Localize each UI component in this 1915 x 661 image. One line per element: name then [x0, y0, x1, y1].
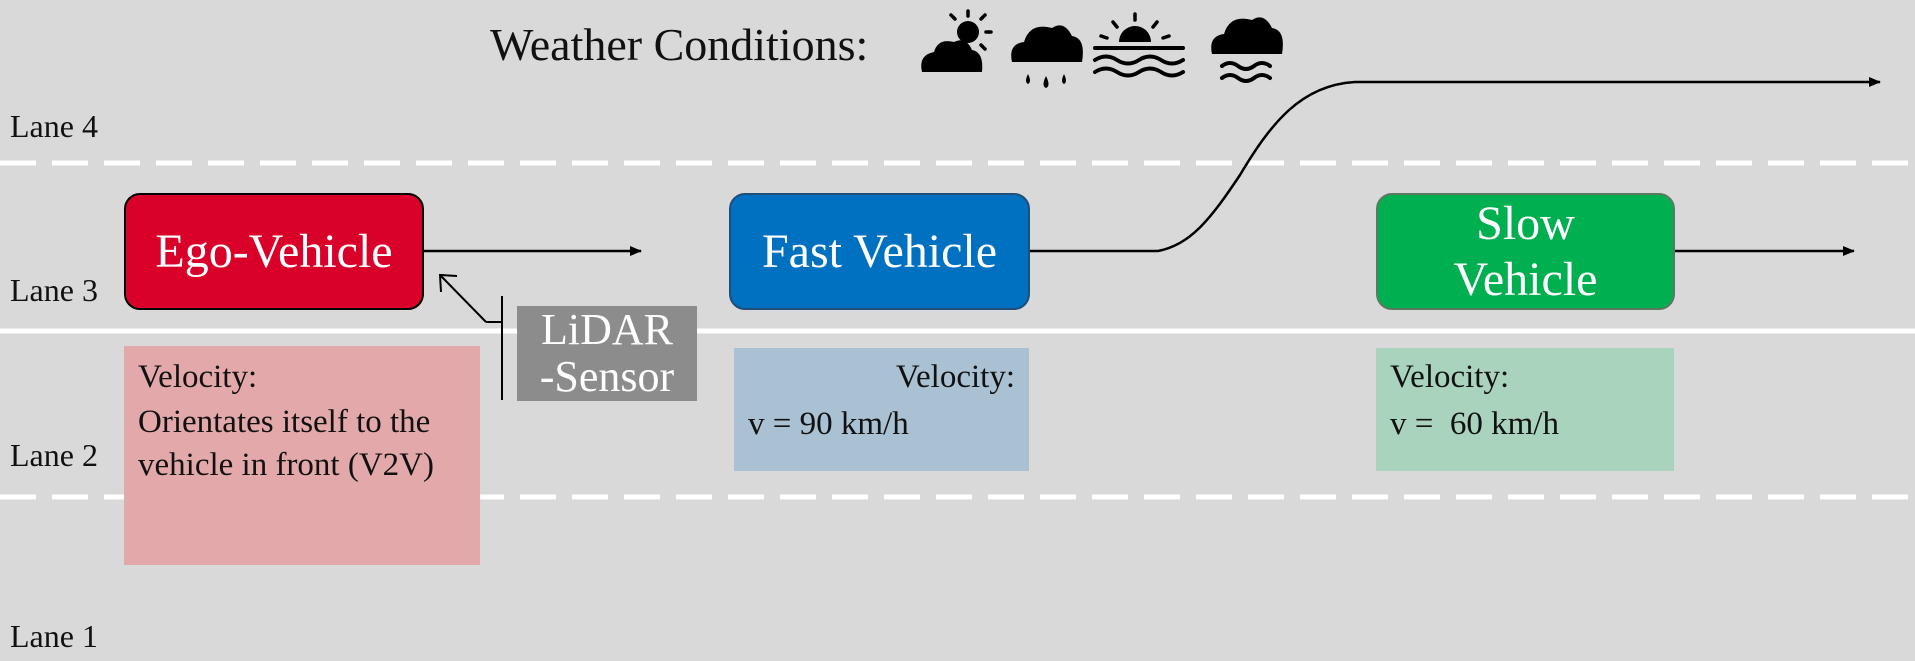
fast-vehicle-label: Fast Vehicle [761, 224, 998, 278]
ego-velocity-note: Velocity: Orientates itself to the vehic… [124, 346, 480, 565]
slow-velocity-heading: Velocity: [1390, 359, 1510, 395]
sunrise-water-icon [1093, 12, 1185, 78]
slow-velocity-value: v = 60 km/h [1390, 405, 1559, 442]
lidar-sensor-box: LiDAR -Sensor [517, 306, 697, 401]
slow-vehicle-label-line1: Slow [1476, 197, 1575, 251]
lane-label-3: Lane 3 [10, 272, 98, 308]
ego-vehicle-label: Ego-Vehicle [155, 224, 393, 278]
rain-cloud-icon [1011, 25, 1083, 88]
lidar-pointer-line [440, 275, 487, 323]
fast-velocity-note: Velocity: v = 90 km/h [734, 348, 1029, 471]
slow-vehicle-box: Slow Vehicle [1376, 193, 1675, 310]
lane-label-2: Lane 2 [10, 437, 98, 473]
fast-velocity-heading: Velocity: [895, 359, 1015, 395]
lidar-pointer-head [438, 273, 458, 293]
ego-velocity-line3: vehicle in front (V2V) [138, 446, 434, 483]
fast-vehicle-box: Fast Vehicle [729, 193, 1030, 310]
slow-velocity-note: Velocity: v = 60 km/h [1376, 348, 1674, 471]
fast-vehicle-trajectory-arrow [1030, 77, 1881, 253]
lane-label-1: Lane 1 [10, 618, 98, 654]
weather-conditions-label: Weather Conditions: [490, 19, 869, 70]
fog-cloud-icon [1211, 17, 1283, 83]
sun-cloud-icon [921, 9, 993, 72]
ego-velocity-line2: Orientates itself to the [138, 403, 431, 440]
lane-label-4: Lane 4 [10, 108, 98, 144]
lidar-sensor-line1: LiDAR [541, 305, 673, 354]
slow-vehicle-label-line2: Vehicle [1453, 252, 1598, 306]
lidar-sensor-line2: -Sensor [539, 352, 675, 402]
ego-vehicle-box: Ego-Vehicle [124, 193, 424, 310]
ego-velocity-heading: Velocity: [138, 359, 258, 395]
fast-velocity-value: v = 90 km/h [748, 405, 909, 442]
